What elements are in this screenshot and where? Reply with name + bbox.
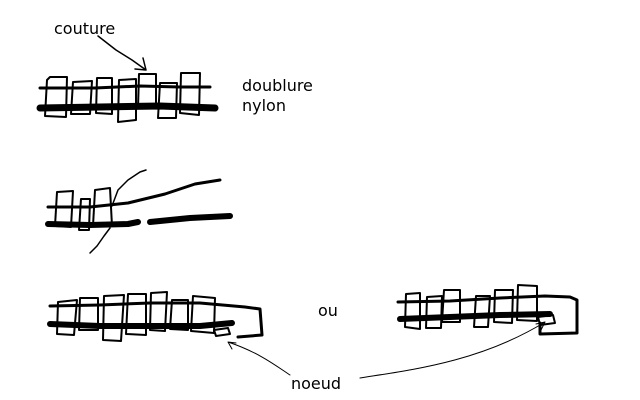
stitch-2	[70, 80, 93, 115]
broken-lining-thread	[46, 178, 222, 209]
figure-broken-seam	[45, 169, 233, 254]
broken-nylon-thread-right	[147, 213, 233, 225]
label-couture: couture	[54, 19, 116, 38]
left-stitch-3	[102, 294, 125, 342]
broken-stitch-2	[78, 198, 91, 231]
right-stitch-4	[473, 295, 491, 328]
label-ou: ou	[318, 301, 338, 320]
stitch-1	[44, 76, 68, 118]
label-nylon: nylon	[242, 96, 286, 115]
broken-nylon-thread-left	[45, 219, 141, 228]
broken-stitch-1	[54, 190, 74, 228]
left-stitch-2	[78, 297, 99, 331]
left-stitch-1	[56, 299, 78, 336]
left-knot-pointer	[227, 341, 291, 376]
stitch-3	[95, 77, 113, 115]
label-doublure: doublure	[242, 76, 313, 95]
right-knot-pointer	[359, 321, 546, 379]
right-stitch-2	[425, 295, 443, 329]
figure-intact-seam	[36, 35, 219, 123]
couture-arrow	[97, 35, 147, 71]
broken-stitch-3	[92, 187, 113, 227]
left-stitch-5	[149, 291, 168, 332]
stitch-4	[117, 78, 137, 123]
stitch-7	[179, 72, 201, 116]
right-stitch-1	[404, 292, 421, 330]
figure-knotted-seam-left	[47, 291, 291, 376]
stitch-6	[157, 82, 178, 119]
right-stitch-5	[493, 289, 514, 324]
right-stitch-3	[441, 289, 461, 323]
left-nylon-thread	[47, 320, 235, 329]
nylon-thread	[36, 102, 219, 112]
frayed-fiber-2	[89, 227, 111, 254]
left-lining-thread	[48, 301, 264, 339]
left-stitch-6	[169, 299, 189, 331]
lining-thread	[38, 84, 212, 90]
label-noeud: noeud	[291, 374, 342, 393]
right-lining-thread	[396, 294, 579, 336]
right-stitch-6	[516, 284, 538, 322]
frayed-fiber-1	[111, 169, 147, 207]
left-knot	[213, 327, 231, 337]
stitch-5	[137, 73, 157, 109]
right-knot	[537, 314, 556, 326]
figure-knotted-seam-right	[359, 284, 579, 379]
left-stitch-4	[125, 293, 147, 336]
